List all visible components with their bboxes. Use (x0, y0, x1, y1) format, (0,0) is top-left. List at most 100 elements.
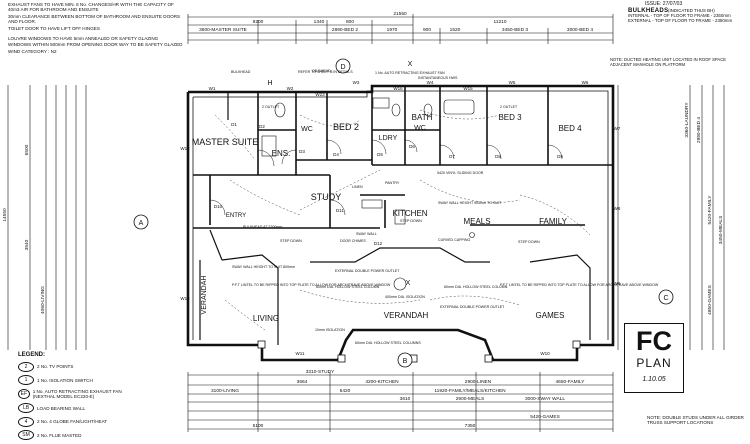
note-line: WINDOWS WITHIN 500mm FROM OPENING DOOR W… (8, 42, 183, 48)
wall-tag: W10 (540, 351, 550, 356)
room-label-bed-3: BED 3 (498, 113, 522, 122)
door-tag: D6 (409, 144, 415, 149)
bulkheads-internal: INTERNAL - TOP OF FLOOR TO FRAME - 2350m… (628, 13, 731, 19)
room-label-ensuite: ENS. (272, 149, 291, 158)
dim-right-1: 3360-LAUNDRY (684, 102, 690, 138)
bulkheads-notes: (INDICATED THUS BH) INTERNAL - TOP OF FL… (628, 8, 748, 24)
dim-bottom-8: 11920-FAMILY/MEALS/KITCHEN (434, 388, 506, 394)
annotation: STEP DOWN (518, 240, 540, 244)
room-label-verandah-side: VERANDAH (201, 276, 208, 315)
annotation: 400mm DIA. ISOLATION (385, 295, 425, 299)
dim-top-11: 3000-BED 4 (567, 27, 593, 33)
wall-tag: W8 (614, 206, 621, 211)
room-label-bath: BATH (412, 113, 433, 122)
wall-tag: W1 (209, 86, 216, 91)
tv-point-icon: 2 (18, 361, 34, 372)
dim-left-4: 4060-LIVING (40, 286, 46, 314)
dim-bottom-10: 2900-MEALS (456, 396, 485, 402)
dim-bottom-1: 3310-STUDY (306, 369, 335, 375)
note-line: TOILET DOOR TO HAVE LIFT OFF HINGES (8, 25, 100, 31)
door-tag: D2 (259, 124, 265, 129)
room-label-bed-2: BED 2 (333, 122, 359, 132)
grid-tag-c (658, 289, 674, 305)
wall-tag: W11 (296, 351, 305, 356)
room-label-wc-1: WC (301, 126, 313, 133)
plan-code: FC (636, 326, 672, 356)
annotation: SWAY WALL (356, 232, 377, 236)
annotation: EXTERNAL DOUBLE POWER OUTLET (335, 269, 400, 273)
door-tag: D1 (231, 122, 237, 127)
room-label-bed-4: BED 4 (558, 124, 582, 133)
marker-x-top: X (408, 61, 413, 68)
girder-truss-note: NOTE: DOUBLE STUDS UNDER ALL GIRDER TRUS… (647, 415, 744, 426)
room-label-wc-2: WC (414, 125, 426, 132)
dim-left-1: 14550 (2, 208, 8, 222)
legend-title: LEGEND: (18, 352, 45, 358)
room-label-master-suite: MASTER SUITE (192, 137, 259, 147)
annotation: 2 OUTLET (500, 105, 518, 109)
legend-item-label: 2 No. 4 GLOBE FAN/LIGHT/HEAT (37, 419, 108, 425)
grid-tag-b-label: B (403, 358, 408, 365)
dim-top-8: 900 (423, 27, 431, 33)
door-tag: D9 (557, 154, 563, 159)
legend-item-label: 2 No. FLUE MASTED (37, 432, 82, 438)
dim-bottom-4: 4650-FAMILY (556, 379, 586, 385)
dim-bottom-5: 3664 (297, 379, 308, 385)
grid-tag-c-label: C (663, 295, 668, 302)
dim-bottom-14: 7350 (465, 423, 476, 429)
marker-x-verandah: X (406, 280, 411, 287)
dim-top-1: 9200 (253, 19, 264, 25)
grid-tag-a (133, 214, 149, 230)
door-tag: D8 (495, 154, 501, 159)
annotation: SWAY WALL HEIGHT TO SUIT 800mm (232, 265, 295, 269)
dim-top-5: 3600-MASTER SUITE (199, 27, 247, 33)
dim-bottom-7: 5420 (340, 388, 351, 394)
room-label-verandah: VERANDAH (384, 311, 429, 320)
general-notes: EXHAUST FANS TO HAVE MIN. 6 No. CHANGES/… (8, 2, 186, 55)
dim-top-10: 3450-BED 3 (502, 27, 528, 33)
legend-item-label: 1 No. AUTO RETRACTING EXHAUST FAN (NEXTH… (32, 389, 122, 400)
dim-bottom-2: 4200-KITCHEN (365, 379, 399, 385)
exhaust-fan-icon: EF (18, 389, 30, 400)
annotation: 60mm DIA. HOLLOW STEEL COLUMN (316, 285, 380, 289)
load-bearing-wall-icon: LB (18, 403, 34, 414)
room-label-games: GAMES (536, 311, 565, 320)
dim-top-3: 800 (346, 19, 354, 25)
annotation: BULKHEAD AT 2200mm (243, 225, 282, 229)
bulkheads-external: EXTERNAL - TOP OF FLOOR TO FRAME - 2350m… (628, 18, 733, 24)
door-tag: D3 (299, 149, 305, 154)
marker-h: H (267, 80, 272, 87)
note-line: 30mm CLEARANCE BETWEEN BOTTOM OF BATHROO… (8, 13, 181, 25)
annotation: STEP DOWN (400, 219, 422, 223)
dim-right-2: 2990-BED 4 (696, 117, 702, 143)
dim-bottom-6: 3100-LIVING (211, 388, 239, 394)
dim-bottom-12: 5420-GAMES (530, 414, 560, 420)
dim-top-2: 1340 (314, 19, 325, 25)
fan-light-heat-icon: 4 (18, 416, 34, 427)
title-block: FC PLAN 1.10.05 (624, 323, 684, 393)
annotation: LINEN (352, 185, 363, 189)
dim-overall-width: 21550 (393, 11, 407, 17)
annotation: DOOR CHIMES (340, 239, 366, 243)
wall-tag: W16 (393, 86, 403, 91)
annotation: 60mm DIA. HOLLOW STEEL COLUMNS (355, 341, 421, 345)
dim-top-6: 2890-BED 2 (332, 27, 358, 33)
flue-icon: SM (18, 430, 34, 441)
wall-tag: W12 (180, 146, 190, 151)
note-line: EXHAUST FANS TO HAVE MIN. 6 No. CHANGES/… (8, 2, 174, 13)
dim-right-4: 3450-MEALS (718, 216, 724, 245)
annotation: 1 No. AUTO RETRACTING EXHAUST FAN (375, 71, 445, 75)
room-label-kitchen: KITCHEN (392, 209, 427, 218)
dim-bottom-9: 3610 (400, 396, 411, 402)
dim-bottom-13: 5100 (253, 423, 264, 429)
dim-left-3: 3540 (24, 239, 30, 250)
bulkheads-subtitle: (INDICATED THUS BH) (668, 8, 715, 13)
room-label-meals: MEALS (463, 217, 490, 226)
annotation: P.F.T LINTEL TO BE RIPPED INTO TOP PLATE… (232, 283, 391, 287)
dim-top-9: 1520 (450, 27, 461, 33)
wall-tag: W5 (509, 80, 516, 85)
